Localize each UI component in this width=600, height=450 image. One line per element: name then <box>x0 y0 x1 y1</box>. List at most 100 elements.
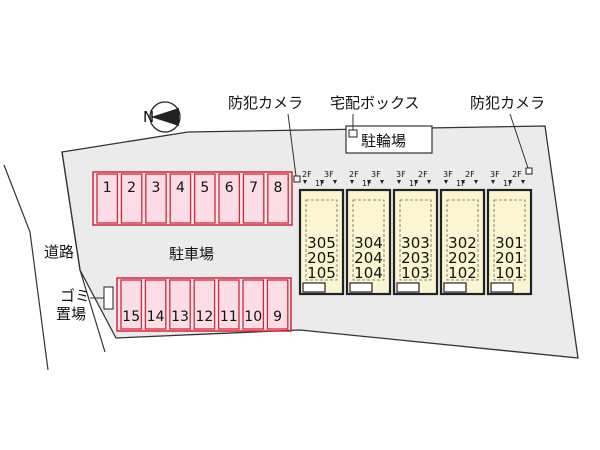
parking-slot-top-4 <box>169 173 192 224</box>
parking-slot-number: 4 <box>176 180 185 196</box>
security-camera-label-right: 防犯カメラ <box>470 94 545 112</box>
unit-layout-dashed <box>446 199 479 281</box>
stair-arrow-icon <box>380 180 384 184</box>
bicycle-parking-label: 駐輪場 <box>361 132 406 150</box>
floor-label: 3F <box>371 170 381 179</box>
stair-arrow-icon <box>333 180 337 184</box>
parking-slot-number: 2 <box>127 180 136 196</box>
delivery-box-icon <box>348 129 358 138</box>
parking-slot-number: 5 <box>200 180 209 196</box>
stair-arrow-icon <box>303 180 307 184</box>
entrance-icon <box>443 282 467 293</box>
stair-arrow-icon <box>444 180 448 184</box>
parking-slot-bottom-9 <box>266 279 289 330</box>
entrance-icon <box>490 282 514 293</box>
floor-label: 2F <box>465 170 475 179</box>
floor-label: 1F <box>456 179 466 188</box>
security-camera-icon-left <box>293 175 301 183</box>
building-outline <box>392 188 439 296</box>
delivery-box-label: 宅配ボックス <box>330 94 420 112</box>
stair-arrow-icon <box>367 180 371 184</box>
entrance-icon <box>349 282 373 293</box>
parking-slot-top-7 <box>242 173 265 224</box>
parking-slot-top-1 <box>96 173 119 224</box>
unit-number: 102 <box>448 264 477 282</box>
garbage-label-line1: ゴミ <box>60 287 90 305</box>
parking-slot-top-5 <box>193 173 216 224</box>
floor-label: 2F <box>302 170 312 179</box>
parking-slot-number: 11 <box>220 309 238 325</box>
unit-number: 104 <box>354 264 383 282</box>
compass-icon: N <box>143 101 181 133</box>
parking-slot-number: 7 <box>249 180 258 196</box>
road-edge-right <box>61 151 106 353</box>
stair-arrow-icon <box>320 180 324 184</box>
floor-label: 3F <box>324 170 334 179</box>
parking-slot-number: 12 <box>195 309 213 325</box>
parking-slot-top-6 <box>218 173 241 224</box>
parking-slot-number: 8 <box>274 180 283 196</box>
parking-slot-bottom-14 <box>144 279 167 330</box>
unit-number: 101 <box>495 264 524 282</box>
building-outline <box>298 188 345 296</box>
unit-number: 302 <box>448 234 477 252</box>
floor-label: 2F <box>349 170 359 179</box>
camera-leader-left <box>287 113 297 177</box>
unit-layout-dashed <box>352 199 385 281</box>
garbage-label-line2: 置場 <box>56 305 86 323</box>
parking-slot-number: 6 <box>225 180 234 196</box>
floor-label: 1F <box>315 179 325 188</box>
unit-number: 205 <box>307 249 336 267</box>
garbage-station-icon <box>103 286 114 310</box>
stair-arrow-icon <box>414 180 418 184</box>
floor-label: 2F <box>418 170 428 179</box>
security-camera-label-left: 防犯カメラ <box>228 94 303 112</box>
parking-slot-bottom-13 <box>169 279 191 330</box>
compass-north-letter: N <box>143 108 154 126</box>
stair-arrow-icon <box>350 180 354 184</box>
building-outline <box>345 188 392 296</box>
parking-slot-number: 14 <box>147 309 165 325</box>
floor-label: 1F <box>409 179 419 188</box>
floor-label: 1F <box>362 179 372 188</box>
unit-layout-dashed <box>305 199 338 281</box>
parking-slot-number: 9 <box>273 309 282 325</box>
stair-arrow-icon <box>508 180 512 184</box>
stair-arrow-icon <box>491 180 495 184</box>
parking-slot-number: 1 <box>103 180 112 196</box>
unit-number: 202 <box>448 249 477 267</box>
unit-number: 201 <box>495 249 524 267</box>
parking-lot-label: 駐車場 <box>169 245 214 263</box>
stair-arrow-icon <box>397 180 401 184</box>
unit-number: 203 <box>401 249 430 267</box>
entrance-icon <box>302 282 326 293</box>
parking-slot-top-2 <box>120 173 143 224</box>
parking-row-bottom <box>116 277 292 332</box>
camera-leader-right <box>509 113 529 169</box>
unit-number: 204 <box>354 249 383 267</box>
parking-slot-number: 15 <box>122 309 140 325</box>
unit-number: 305 <box>307 234 336 252</box>
floor-label: 3F <box>443 170 453 179</box>
unit-number: 105 <box>307 264 336 282</box>
building-outline <box>486 188 533 296</box>
floor-label: 2F <box>512 170 522 179</box>
bicycle-parking-area <box>345 125 433 154</box>
parking-slot-number: 10 <box>244 309 262 325</box>
stair-arrow-icon <box>474 180 478 184</box>
unit-layout-dashed <box>493 199 526 281</box>
parking-slot-bottom-10 <box>242 279 265 330</box>
stair-arrow-icon <box>521 180 525 184</box>
parking-slot-bottom-15 <box>120 279 143 330</box>
parking-slot-number: 3 <box>152 180 161 196</box>
parking-slot-top-3 <box>145 173 167 224</box>
unit-number: 301 <box>495 234 524 252</box>
stair-arrow-icon <box>461 180 465 184</box>
floor-label: 1F <box>503 179 513 188</box>
